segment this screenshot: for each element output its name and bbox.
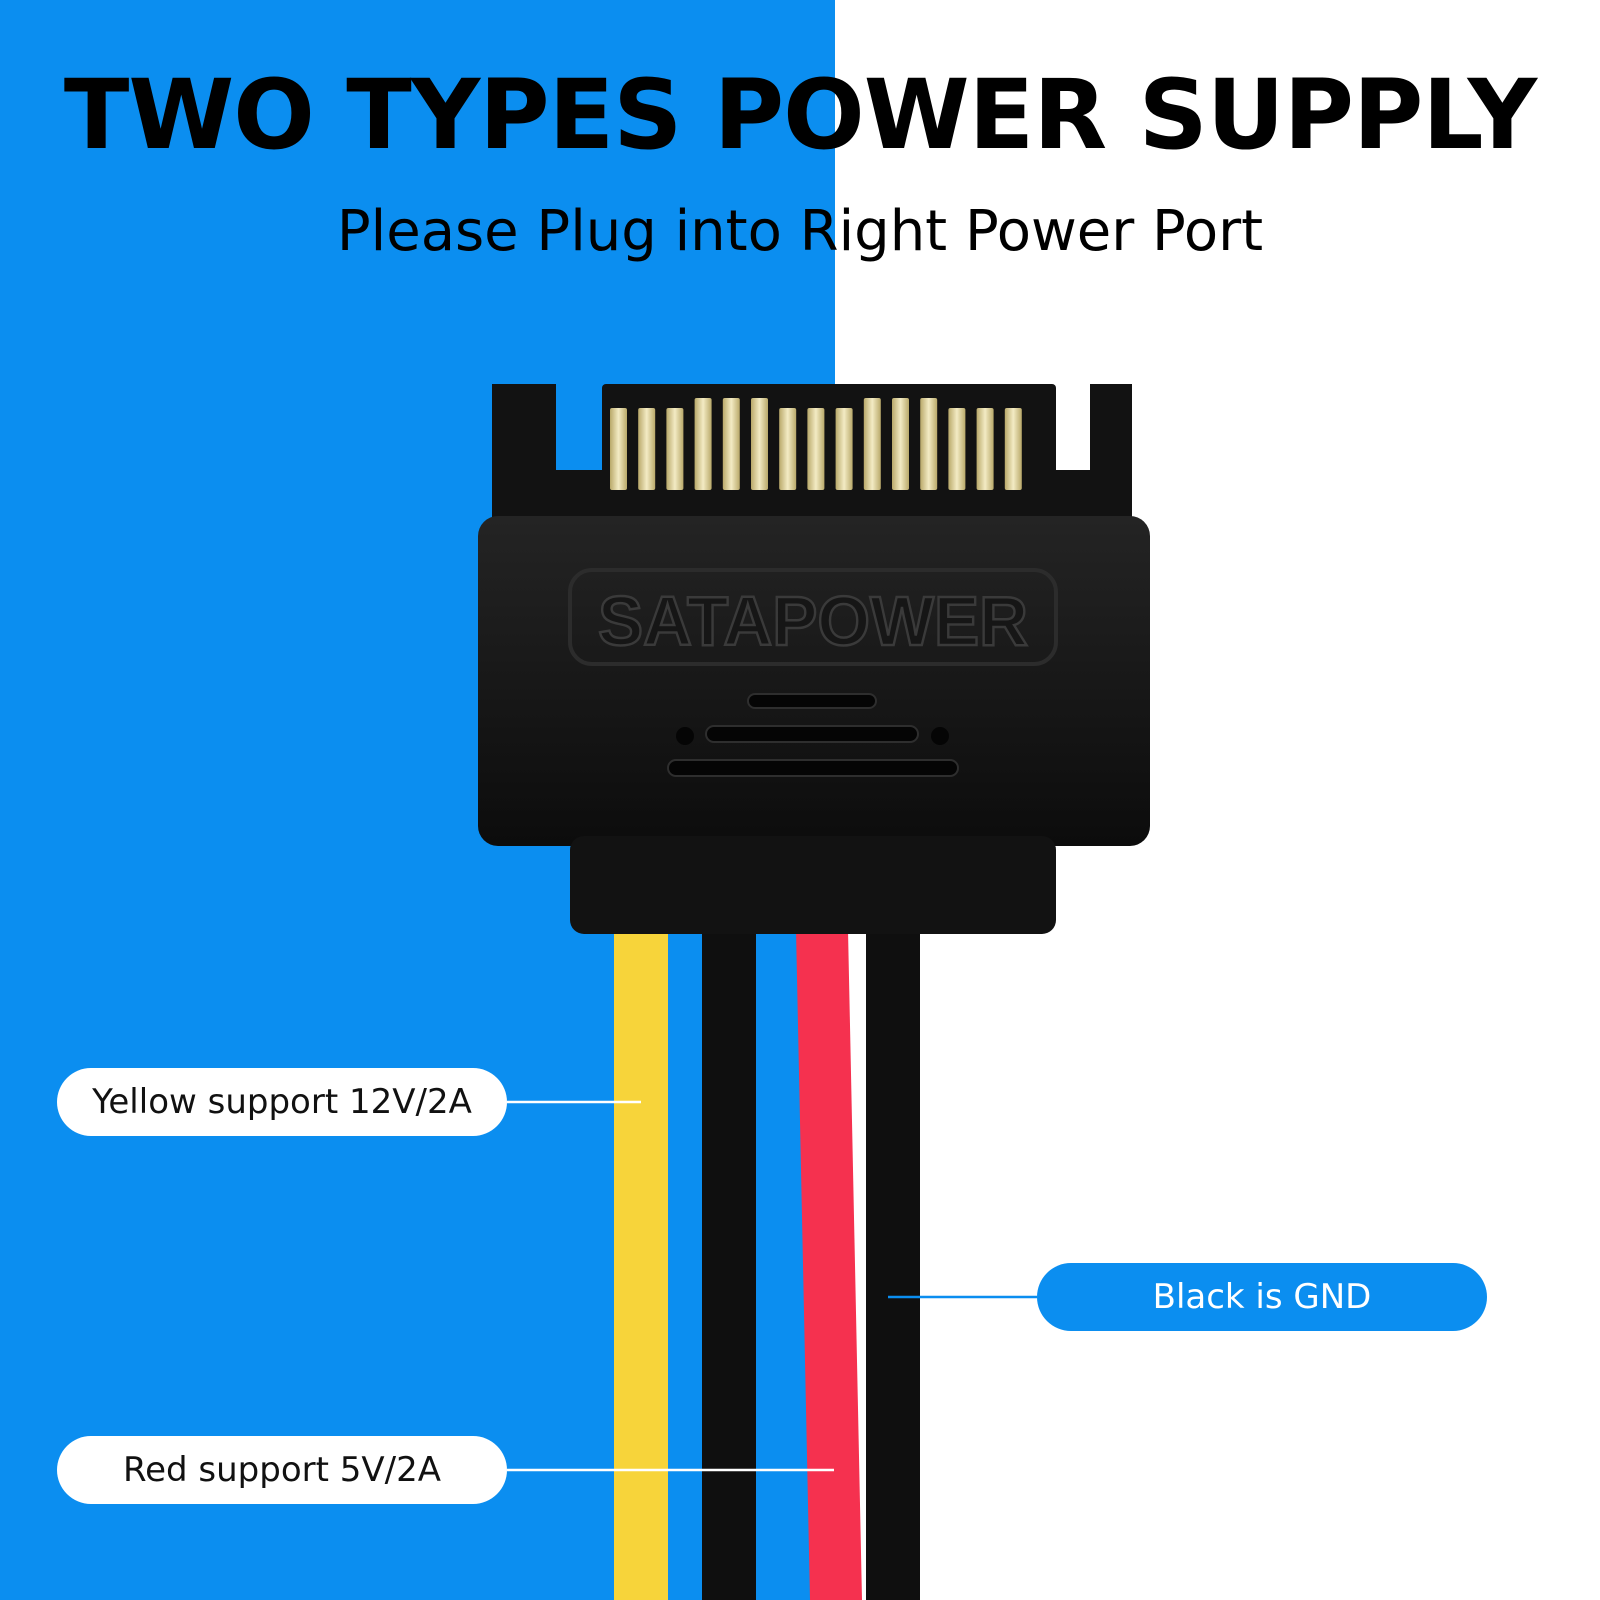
subheadline: Please Plug into Right Power Port (336, 199, 1264, 264)
yellow-wire (614, 930, 668, 1600)
connector-pin (807, 408, 825, 490)
red-wire-callout: Red support 5V/2A (57, 1436, 507, 1504)
connector-pin (610, 408, 627, 490)
connector-pin (638, 408, 656, 490)
connector-pin (694, 398, 712, 490)
connector-label: SATAPOWER (598, 582, 1028, 660)
black-wire-callout: Black is GND (1037, 1263, 1487, 1331)
leader-lines (507, 1100, 1037, 1472)
wires (614, 930, 920, 1600)
connector-pin (863, 398, 881, 490)
red-wire-callout-text: Red support 5V/2A (123, 1450, 441, 1490)
connector-pin (666, 408, 684, 490)
connector-pin (835, 408, 853, 490)
red-wire (796, 930, 862, 1600)
connector-pin (920, 398, 938, 490)
yellow-wire-callout-text: Yellow support 12V/2A (92, 1082, 472, 1122)
connector-pins (610, 398, 1022, 490)
connector-pin (722, 398, 740, 490)
connector-body: SATAPOWER (478, 516, 1150, 934)
connector-pin (779, 408, 797, 490)
yellow-wire-callout: Yellow support 12V/2A (57, 1068, 507, 1136)
black-wire-right (866, 930, 920, 1600)
headline: TWO TYPES POWER SUPPLY (63, 59, 1537, 171)
connector-pin (1004, 408, 1022, 490)
connector-pin (976, 408, 994, 490)
connector-pin (948, 408, 966, 490)
connector-pin (892, 398, 909, 490)
connector-pin (751, 398, 768, 490)
black-wire-callout-text: Black is GND (1152, 1277, 1372, 1317)
black-wire-left (702, 930, 756, 1600)
